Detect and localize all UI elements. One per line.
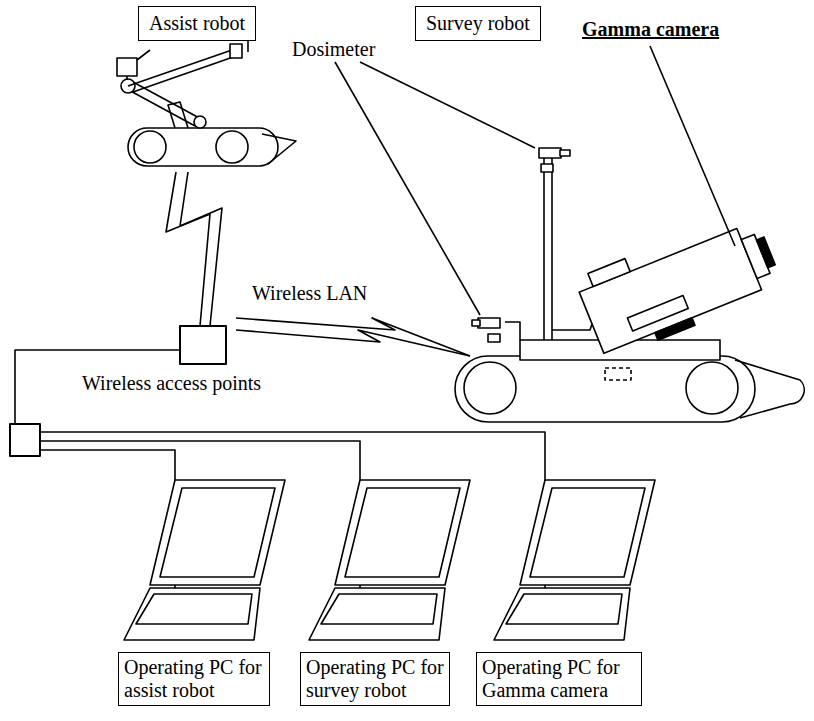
gamma-camera	[757, 237, 776, 268]
laptop	[160, 488, 275, 577]
laptop	[124, 480, 285, 640]
node-text: Survey robot	[426, 12, 530, 35]
node-text: Operating PC for assist robot	[124, 656, 264, 702]
node-text: Assist robot	[149, 12, 245, 35]
laptop	[530, 488, 645, 577]
pc-label-box: Operating PC for survey robot	[300, 652, 450, 706]
laptop	[506, 594, 622, 624]
wireless-lan-bolt	[236, 318, 470, 356]
wireless-lan-bolt	[236, 330, 470, 356]
leader-line	[360, 62, 535, 148]
laptop	[124, 588, 260, 640]
assist-robot	[125, 88, 195, 126]
assist-robot	[126, 76, 128, 80]
assist-robot	[134, 131, 166, 163]
wireless-lan-bolt	[236, 318, 470, 356]
network-hub	[10, 424, 40, 456]
title-box: Assist robot	[138, 6, 256, 41]
survey-robot	[735, 360, 804, 418]
laptop	[124, 480, 655, 640]
laptop	[345, 488, 460, 577]
dosimeter	[472, 320, 480, 326]
assist-robot	[117, 32, 296, 166]
radio-link	[166, 172, 222, 326]
assist-robot	[117, 58, 137, 76]
assist-robot	[194, 116, 206, 128]
illustration	[10, 32, 804, 640]
assist-robot	[137, 50, 150, 60]
laptop	[150, 480, 285, 585]
laptop	[309, 588, 445, 640]
survey-robot	[686, 362, 738, 414]
assist-robot	[133, 56, 236, 92]
dosimeter	[488, 334, 500, 342]
leader-line	[335, 62, 480, 315]
part-label: Dosimeter	[290, 38, 377, 61]
pc-label-box: Operating PC for Gamma camera	[476, 652, 642, 706]
gamma-camera	[627, 296, 688, 331]
laptop	[309, 480, 470, 640]
part-label: Wireless access points	[80, 372, 263, 395]
laptop	[321, 594, 437, 624]
dosimeter	[541, 164, 553, 172]
laptop	[136, 594, 252, 624]
survey-robot	[605, 368, 631, 380]
radio-link	[166, 172, 210, 326]
wireless-access-point	[180, 326, 226, 364]
laptop	[520, 480, 655, 585]
part-label: Gamma camera	[580, 18, 721, 41]
survey-robot	[505, 322, 520, 340]
dosimeter	[539, 148, 561, 158]
assist-robot	[128, 128, 278, 166]
node-text: Operating PC for survey robot	[306, 656, 444, 702]
gamma-camera	[579, 228, 761, 353]
network-cable	[40, 441, 360, 612]
dosimeter	[472, 148, 570, 342]
title-box: Survey robot	[415, 6, 541, 41]
gamma-camera	[574, 207, 785, 361]
survey-robot	[455, 356, 755, 422]
radio-link	[180, 172, 222, 326]
laptop	[335, 480, 470, 585]
node-text: Operating PC for Gamma camera	[482, 656, 636, 702]
survey-robot	[551, 152, 553, 340]
assist-robot	[216, 131, 248, 163]
network-cable	[40, 432, 545, 612]
dosimeter	[560, 150, 570, 156]
survey-robot	[543, 152, 545, 340]
assist-robot	[262, 134, 296, 164]
wireless-access-point	[180, 326, 226, 364]
assist-robot	[128, 50, 232, 86]
survey-robot	[455, 152, 804, 422]
link-label: Wireless LAN	[250, 282, 369, 305]
gamma-camera	[588, 259, 630, 287]
laptop	[494, 480, 655, 640]
pc-label-box: Operating PC for assist robot	[118, 652, 270, 706]
leader-line	[335, 46, 735, 315]
dosimeter	[478, 318, 500, 328]
laptop	[494, 588, 630, 640]
survey-robot	[464, 362, 516, 414]
network-hub	[10, 424, 40, 456]
leader-line	[650, 46, 735, 246]
gamma-camera	[655, 318, 695, 340]
assist-robot	[230, 44, 242, 58]
